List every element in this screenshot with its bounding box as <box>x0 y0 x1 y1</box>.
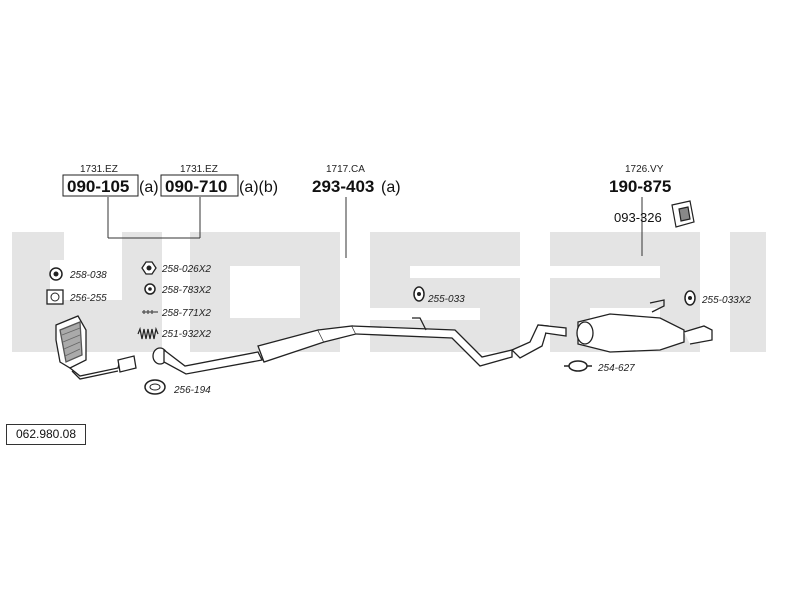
catalytic-converter <box>55 315 137 380</box>
part-suffix: (a)(b) <box>239 179 278 196</box>
part-label-stud-bolt[interactable]: 258-771X2 <box>161 308 211 319</box>
front-pipe <box>152 347 263 375</box>
part-label-rubber-mount-middle[interactable]: 255-033 <box>427 294 465 305</box>
part-label-clamp[interactable]: 254-627 <box>597 363 635 374</box>
hanger-bracket-icon <box>671 200 695 228</box>
part-number: 090-710 <box>165 177 227 196</box>
ring-gasket-icon <box>144 379 166 395</box>
part-label-front-pipe-a[interactable]: 1731.EZ 090-105 (a) <box>62 164 159 197</box>
rubber-mount-rear-icon <box>684 290 696 306</box>
part-ref: 1717.CA <box>326 164 365 175</box>
stud-bolt-icon <box>142 310 158 314</box>
part-number: 093-326 <box>614 210 662 225</box>
middle-silencer <box>257 317 513 367</box>
part-number: 190-875 <box>609 177 671 196</box>
part-label-rubber-ring[interactable]: 258-038 <box>69 270 107 281</box>
gasket-square-icon <box>46 289 64 305</box>
connecting-pipe <box>510 324 567 359</box>
part-label-nut[interactable]: 258-026X2 <box>161 264 211 275</box>
part-label-ring-gasket[interactable]: 256-194 <box>173 385 211 396</box>
part-suffix: (a) <box>139 179 159 196</box>
part-ref: 1731.EZ <box>80 164 118 175</box>
spring-icon <box>137 326 159 340</box>
part-number: 293-403 <box>312 177 374 196</box>
part-label-middle-silencer[interactable]: 1717.CA 293-403 (a) <box>312 164 401 196</box>
rubber-mount-middle-icon <box>413 286 425 302</box>
part-label-front-pipe-b[interactable]: 1731.EZ 090-710 (a)(b) <box>160 164 278 197</box>
washer-icon <box>144 283 156 295</box>
rubber-ring-icon <box>49 267 63 281</box>
leader-lines <box>107 197 643 258</box>
part-number: 090-105 <box>67 177 129 196</box>
part-label-secondary[interactable]: 093-326 <box>614 210 662 225</box>
part-ref: 1731.EZ <box>180 164 218 175</box>
part-label-rear-silencer[interactable]: 1726.VY 190-875 <box>609 164 671 196</box>
part-label-washer[interactable]: 258-783X2 <box>161 285 211 296</box>
part-label-rubber-mount-rear[interactable]: 255-033X2 <box>701 295 751 306</box>
part-suffix: (a) <box>381 179 401 196</box>
clamp-icon <box>564 360 592 372</box>
rear-silencer <box>576 299 713 353</box>
part-label-spring[interactable]: 251-932X2 <box>161 329 211 340</box>
part-label-gasket[interactable]: 256-255 <box>69 293 107 304</box>
diagram-id-label: 062.980.08 <box>6 424 86 445</box>
nut-icon <box>141 261 157 275</box>
part-ref: 1726.VY <box>625 164 664 175</box>
